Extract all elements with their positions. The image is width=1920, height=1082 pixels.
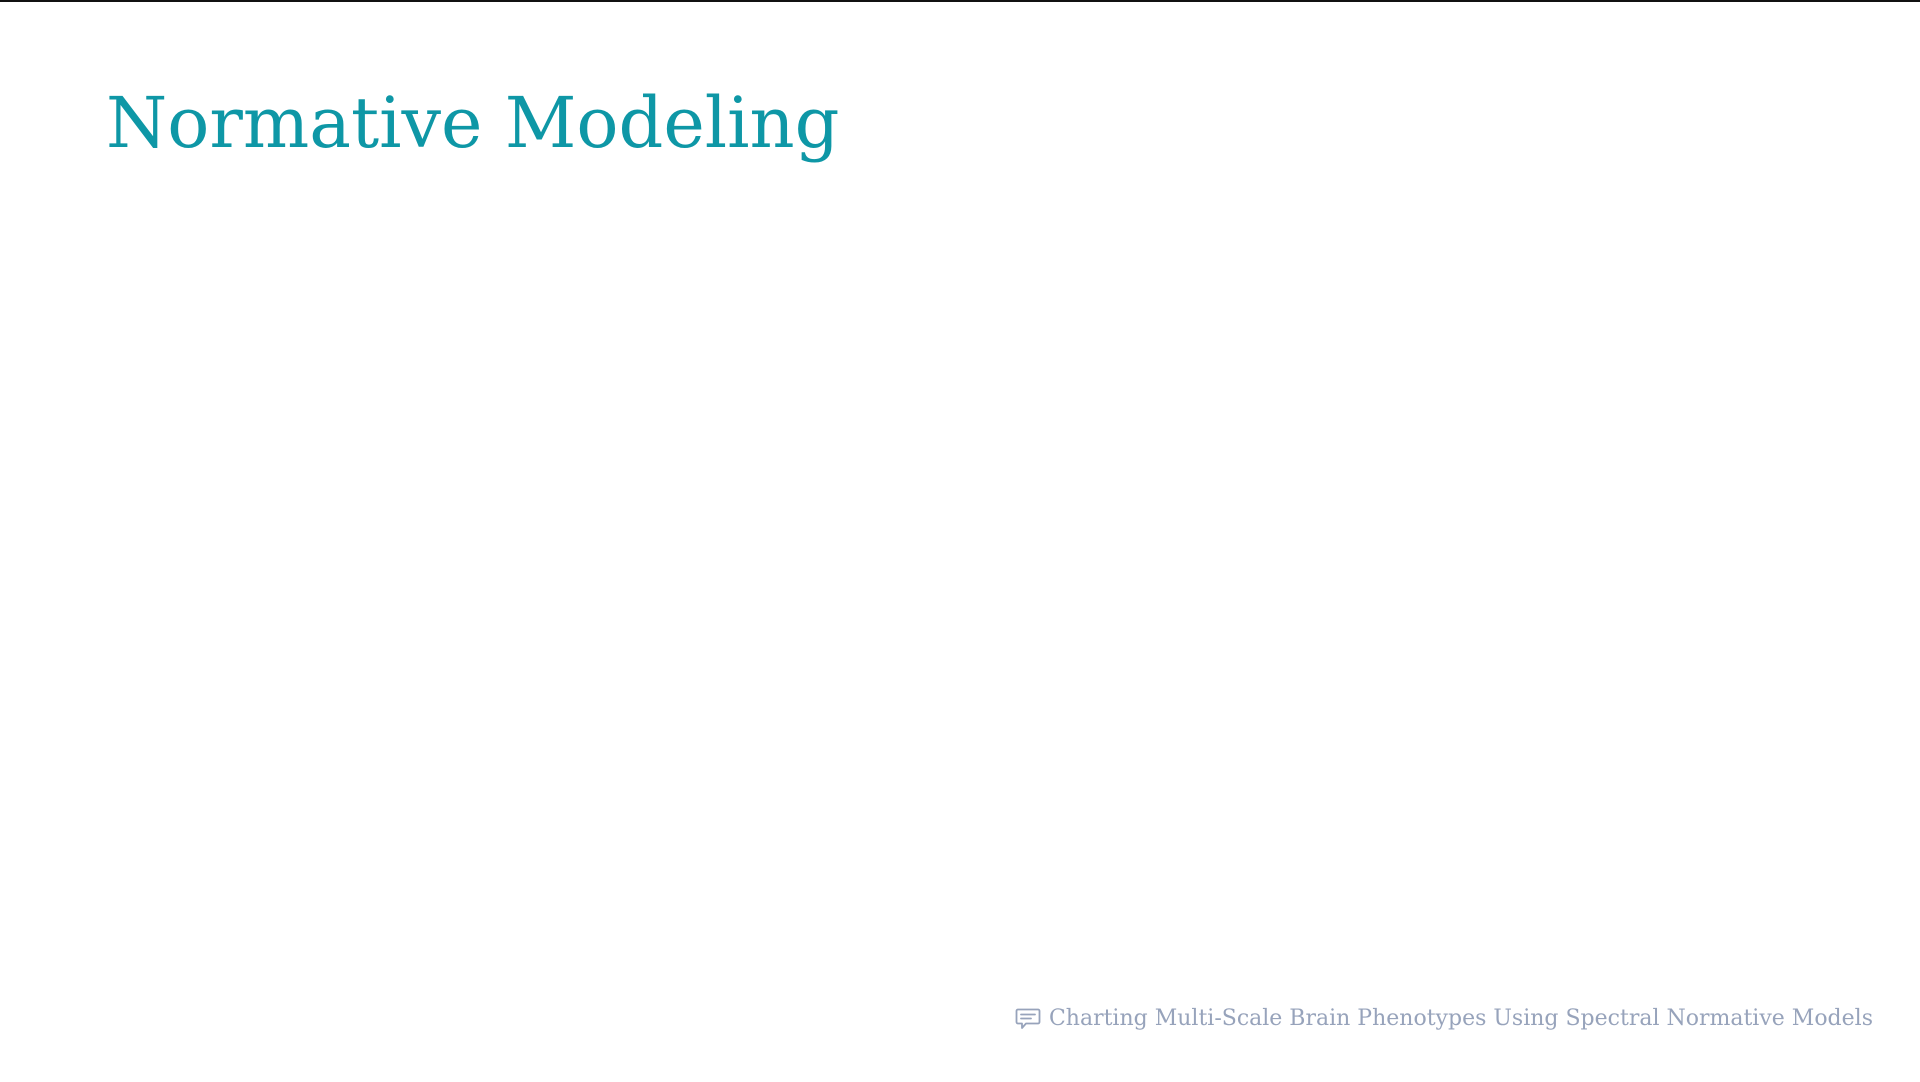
comment-icon xyxy=(1015,1007,1041,1031)
slide-title: Normative Modeling xyxy=(106,82,840,164)
slide-footer: Charting Multi-Scale Brain Phenotypes Us… xyxy=(1015,1003,1873,1035)
footer-presentation-title: Charting Multi-Scale Brain Phenotypes Us… xyxy=(1048,1006,1873,1031)
top-border-line xyxy=(0,0,1920,2)
